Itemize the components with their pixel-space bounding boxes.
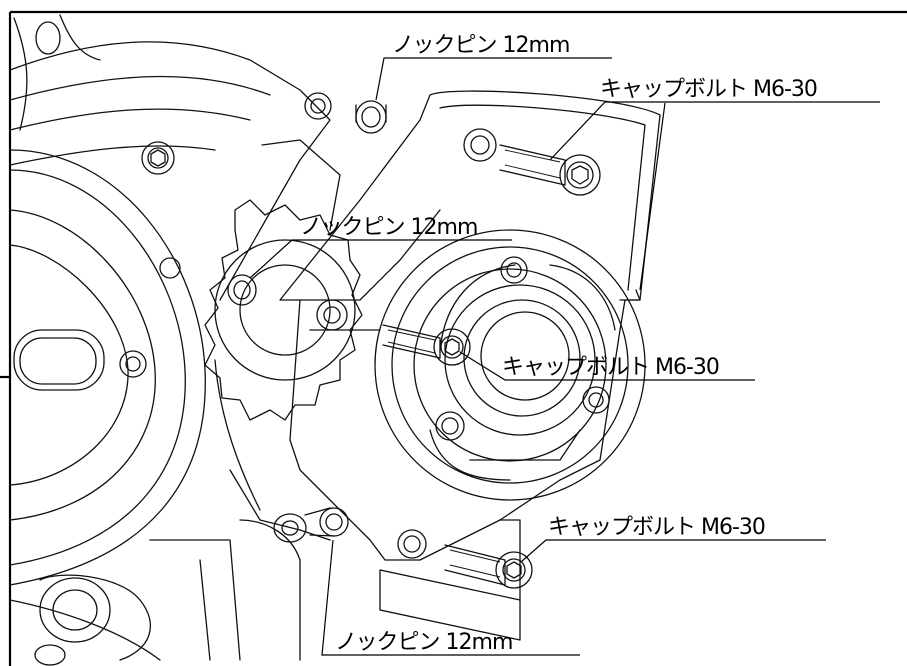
callout-dowel-middle: ノックピン 12mm — [300, 215, 477, 240]
dowel-pins — [304, 100, 387, 537]
sprocket-cover — [279, 90, 661, 641]
callout-bolt-bottom: キャップボルト M6-30 — [548, 515, 765, 540]
leader-lines — [249, 57, 880, 656]
cap-bolts — [382, 144, 601, 589]
drawing-frame — [0, 10, 907, 666]
callout-dowel-top: ノックピン 12mm — [392, 33, 569, 58]
engine-case — [9, 14, 332, 666]
plate-bolt-holes — [316, 128, 610, 559]
callout-dowel-bottom: ノックピン 12mm — [335, 630, 512, 655]
callout-bolt-middle: キャップボルト M6-30 — [502, 355, 719, 380]
sprocket — [204, 139, 363, 421]
callout-bolt-top: キャップボルト M6-30 — [600, 77, 817, 102]
callout-labels: ノックピン 12mm キャップボルト M6-30 ノックピン 12mm キャップ… — [300, 33, 818, 655]
